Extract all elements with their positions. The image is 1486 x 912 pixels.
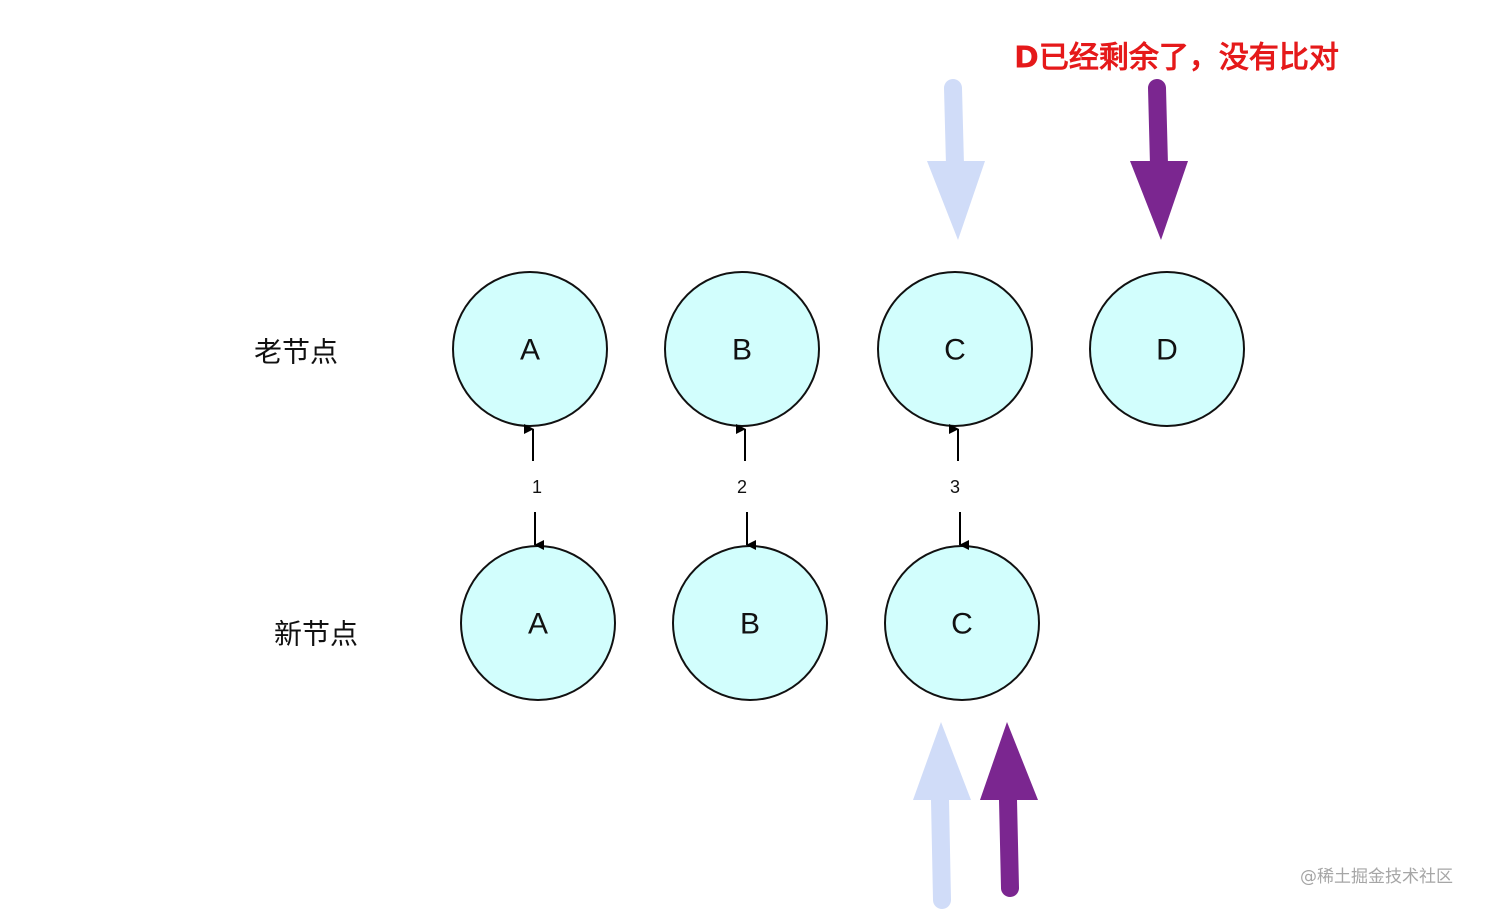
old-start-pointer <box>927 79 985 240</box>
new-start-pointer-shaft <box>931 791 951 909</box>
arrow-down-icon <box>1130 161 1188 240</box>
comparison-3: 3 <box>949 424 969 550</box>
comparison-1-label: 1 <box>532 477 542 497</box>
old-node-b: B <box>664 271 820 427</box>
old-end-pointer-shaft <box>1148 79 1168 174</box>
comparison-2-label: 2 <box>737 477 747 497</box>
new-node-c-label: C <box>951 608 973 641</box>
annotation-text: D已经剩余了，没有比对 <box>1014 41 1339 76</box>
new-start-pointer <box>913 722 971 909</box>
arrow-up-icon <box>980 722 1038 800</box>
old-node-d: D <box>1089 271 1245 427</box>
new-end-pointer <box>980 722 1038 897</box>
new-end-pointer-shaft <box>999 791 1019 897</box>
arrow-down-icon <box>927 161 985 240</box>
old-node-a: A <box>452 271 608 427</box>
comparison-3-label: 3 <box>950 477 960 497</box>
old-node-d-label: D <box>1156 334 1178 367</box>
comparison-2: 2 <box>736 424 756 550</box>
comparison-1: 1 <box>524 424 544 550</box>
old-node-c: C <box>877 271 1033 427</box>
old-end-pointer <box>1130 79 1188 240</box>
new-node-b: B <box>672 545 828 701</box>
watermark: @稀土掘金技术社区 <box>1300 867 1453 887</box>
arrow-up-icon <box>913 722 971 800</box>
new-node-a-label: A <box>528 608 548 641</box>
new-node-b-label: B <box>740 608 760 641</box>
old-nodes-label: 老节点 <box>254 336 338 369</box>
old-start-pointer-shaft <box>944 79 964 174</box>
new-node-c: C <box>884 545 1040 701</box>
new-nodes-label: 新节点 <box>274 618 358 651</box>
old-node-b-label: B <box>732 334 752 367</box>
new-node-a: A <box>460 545 616 701</box>
old-node-d-circle <box>1089 271 1245 427</box>
old-node-a-label: A <box>520 334 540 367</box>
old-node-c-label: C <box>944 334 966 367</box>
